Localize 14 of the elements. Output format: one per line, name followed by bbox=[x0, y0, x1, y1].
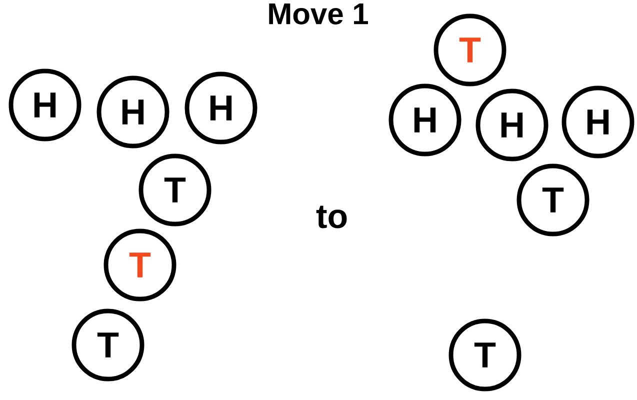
coin: T bbox=[138, 154, 212, 226]
coin: H bbox=[184, 72, 258, 144]
coin: T bbox=[434, 14, 506, 86]
coin: T bbox=[448, 318, 522, 392]
coin: T bbox=[516, 164, 590, 236]
title: Move 1 bbox=[269, 4, 368, 24]
coin: H bbox=[8, 68, 82, 142]
coin: H bbox=[476, 88, 548, 162]
coin: T bbox=[72, 308, 144, 382]
coin: H bbox=[96, 76, 170, 148]
coin: H bbox=[562, 86, 634, 158]
label: to bbox=[316, 206, 347, 228]
coin: T bbox=[104, 228, 176, 302]
coin: H bbox=[388, 84, 462, 156]
